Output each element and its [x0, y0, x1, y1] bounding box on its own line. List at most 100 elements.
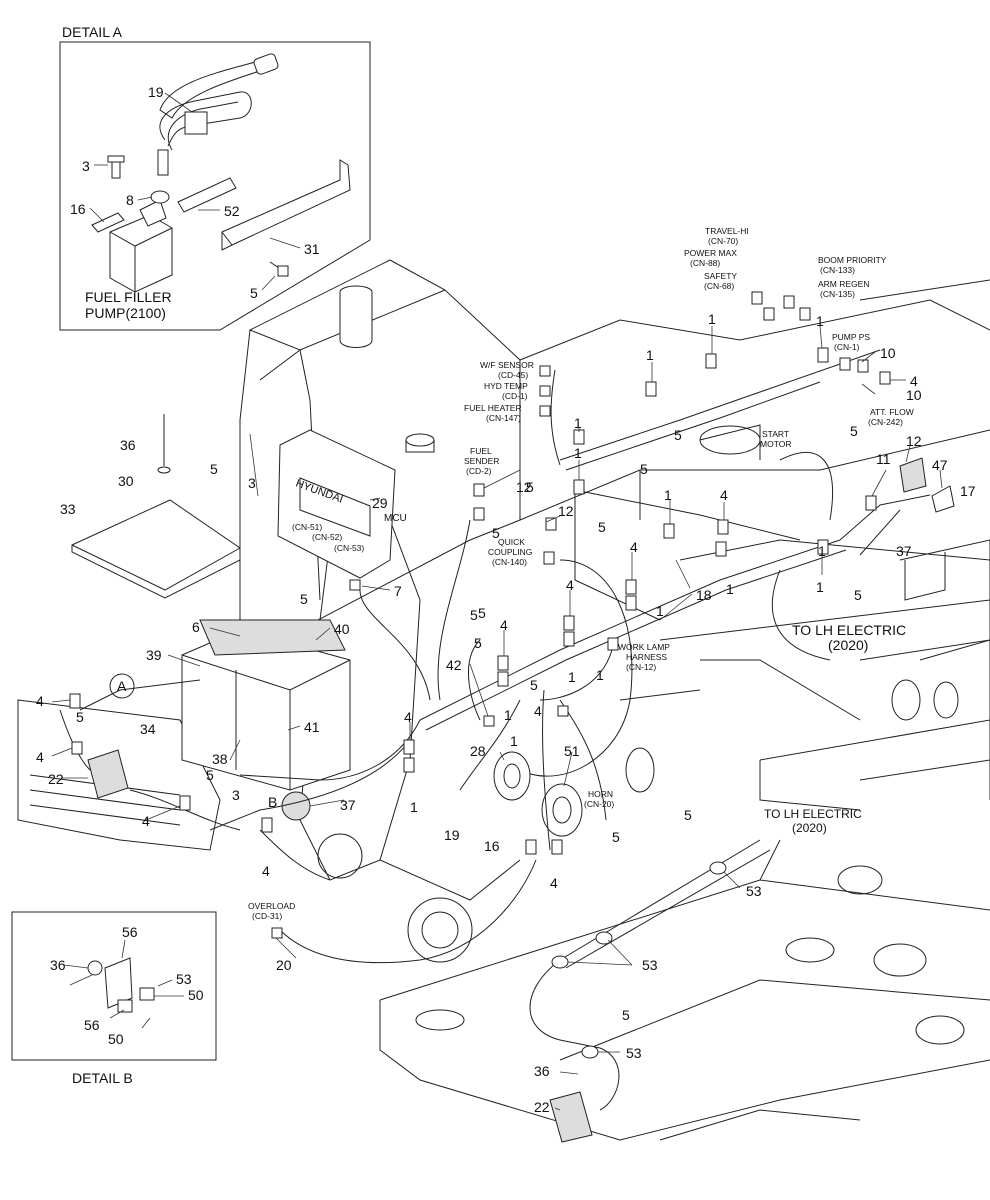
part-number: 1 — [664, 487, 672, 503]
part-number: 1 — [410, 799, 418, 815]
part-number: 10 — [880, 345, 896, 361]
part-number: 17 — [960, 483, 976, 499]
label-horn: HORN (CN-20) — [584, 789, 615, 809]
part-number: 31 — [304, 241, 320, 257]
part-number: 38 — [212, 751, 228, 767]
part-number: 6 — [192, 619, 200, 635]
label-cn52: (CN-52) — [312, 532, 342, 542]
label-safety: SAFETY (CN-68) — [704, 271, 739, 291]
part-number: 12 — [516, 479, 532, 495]
part-number: 5 — [492, 525, 500, 541]
part-number: 4 — [36, 693, 44, 709]
part-number: 4 — [550, 875, 558, 891]
part-number: 53 — [642, 957, 658, 973]
part-number: 3 — [82, 158, 90, 174]
part-number: 5 — [300, 591, 308, 607]
label-start-motor: START MOTOR — [760, 429, 791, 449]
part-number: 37 — [896, 543, 912, 559]
part-number: 5 — [526, 479, 534, 495]
label-to-lh-electric-1: TO LH ELECTRIC (2020) — [792, 622, 910, 653]
part-number: 5 — [854, 587, 862, 603]
label-mcu: MCU — [384, 513, 407, 524]
part-number: 5 — [612, 829, 620, 845]
part-number: 5 — [850, 423, 858, 439]
label-travel-hi: TRAVEL-HI (CN-70) — [705, 226, 751, 246]
part-number: 53 — [746, 883, 762, 899]
part-number: 19 — [148, 84, 164, 100]
label-hyd-temp: HYD TEMP (CD-1) — [484, 381, 530, 401]
part-number: 50 — [188, 987, 204, 1003]
label-cn53: (CN-53) — [334, 543, 364, 553]
label-wf-sensor: W/F SENSOR (CD-45) — [480, 360, 536, 380]
part-number: 1 — [510, 733, 518, 749]
callout-b: B — [268, 794, 277, 810]
part-number: 52 — [224, 203, 240, 219]
part-number: 36 — [534, 1063, 550, 1079]
part-number: 5 — [76, 709, 84, 725]
part-number: 36 — [120, 437, 136, 453]
part-number: 33 — [60, 501, 76, 517]
detail-a-title: DETAIL A — [62, 24, 123, 40]
part-number: 4 — [534, 703, 542, 719]
part-number: 5 — [474, 635, 482, 651]
part-number: 53 — [626, 1045, 642, 1061]
part-number: 51 — [564, 743, 580, 759]
part-number: 4 — [566, 577, 574, 593]
part-number: 4 — [404, 709, 412, 725]
part-number: 5 — [622, 1007, 630, 1023]
destination-labels: TO LH ELECTRIC (2020) TO LH ELECTRIC (20… — [117, 622, 910, 835]
part-numbers: 19 3 8 16 52 31 5 36 30 5 33 3 29 7 5 6 … — [36, 84, 976, 1115]
part-number: 11 — [876, 451, 891, 467]
part-number: 29 — [372, 495, 388, 511]
part-number: 4 — [262, 863, 270, 879]
label-boom-priority: BOOM PRIORITY (CN-133) — [818, 255, 889, 275]
label-fuel-sender: FUEL SENDER (CD-2) — [464, 446, 502, 476]
part-number: 18 — [696, 587, 712, 603]
part-number: 5 — [206, 767, 214, 783]
part-number: 1 — [818, 543, 826, 559]
part-number: 19 — [444, 827, 460, 843]
detail-b-panel: DETAIL B — [11, 911, 217, 1086]
part-number: 12 — [906, 433, 922, 449]
label-cn51: (CN-51) — [292, 522, 322, 532]
components: HYUNDAI — [71, 414, 955, 1143]
part-number: 10 — [906, 387, 922, 403]
part-number: 40 — [334, 621, 350, 637]
part-number: 4 — [500, 617, 508, 633]
part-number: 7 — [394, 583, 402, 599]
part-number: 5 — [640, 461, 648, 477]
fuel-filler-label-1: FUEL FILLER — [85, 289, 172, 305]
part-number: 37 — [340, 797, 356, 813]
part-number: 5 — [684, 807, 692, 823]
callout-a: A — [117, 678, 127, 694]
part-number: 28 — [470, 743, 486, 759]
clamps — [69, 291, 891, 1059]
part-number: 1 — [646, 347, 654, 363]
part-number: 1 — [596, 667, 604, 683]
part-number: 1 — [708, 311, 716, 327]
part-number: 1 — [816, 313, 824, 329]
part-number: 4 — [630, 539, 638, 555]
label-quick-coupling: QUICK COUPLING (CN-140) — [488, 537, 535, 567]
part-number: 8 — [126, 192, 134, 208]
label-overload: OVERLOAD (CD-31) — [248, 901, 298, 921]
part-number: 5 — [210, 461, 218, 477]
part-number: 1 — [656, 603, 664, 619]
label-work-lamp: WORK LAMP HARNESS (CN-12) — [618, 642, 672, 672]
part-number: 5 — [478, 605, 486, 621]
part-number: 4 — [720, 487, 728, 503]
part-number: 5 — [530, 677, 538, 693]
part-number: 56 — [122, 924, 138, 940]
part-number: 1 — [574, 415, 582, 431]
part-number: 47 — [932, 457, 948, 473]
part-number: 50 — [108, 1031, 124, 1047]
part-number: 1 — [726, 581, 734, 597]
part-number: 41 — [304, 719, 320, 735]
detail-a-panel: DETAIL A FUEL FILLER — [59, 24, 371, 331]
part-number: 1 — [504, 707, 512, 723]
part-number: 4 — [36, 749, 44, 765]
part-number: 34 — [140, 721, 156, 737]
part-number: 53 — [176, 971, 192, 987]
part-number: 36 — [50, 957, 66, 973]
part-number: 42 — [446, 657, 462, 673]
